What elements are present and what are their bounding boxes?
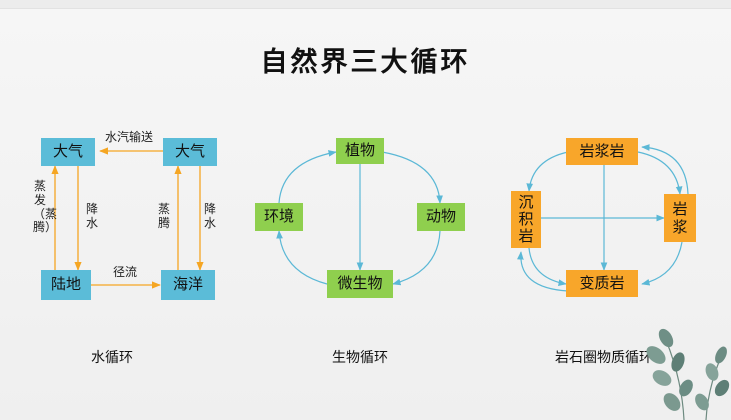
label-evaporation-transpiration: 蒸发（蒸腾） xyxy=(33,179,58,235)
arrow-plant-to-animal xyxy=(381,151,443,204)
node-animal: 动物 xyxy=(417,203,465,231)
arrow-magma-rock-to-magma xyxy=(637,151,683,195)
node-plant: 植物 xyxy=(336,138,384,164)
node-land: 陆地 xyxy=(41,270,91,300)
decorative-leaves xyxy=(646,328,730,420)
node-atmosphere-right: 大气 xyxy=(163,138,217,166)
node-magma-rock: 岩浆岩 xyxy=(566,138,638,165)
node-microbe: 微生物 xyxy=(327,270,393,298)
arrow-magma-to-metamorphic xyxy=(641,241,683,286)
label-evaporation-right: 蒸腾 xyxy=(157,202,170,230)
node-magma: 岩浆 xyxy=(664,194,696,242)
node-sedimentary-text: 沉积岩 xyxy=(518,192,534,246)
label-precipitation-right: 降水 xyxy=(203,202,216,230)
label-runoff: 径流 xyxy=(112,265,137,279)
slide-title: 自然界三大循环 xyxy=(260,47,471,78)
node-ocean: 海洋 xyxy=(161,270,215,300)
node-magma-text: 岩浆 xyxy=(672,200,688,236)
node-atmosphere-left: 大气 xyxy=(41,138,95,166)
arrow-microbe-to-environment xyxy=(276,230,328,285)
label-precipitation-left: 降水 xyxy=(85,202,98,230)
node-metamorphic: 变质岩 xyxy=(566,270,638,297)
arrow-animal-to-microbe xyxy=(392,230,441,286)
arrow-magma-rock-to-sedimentary xyxy=(526,151,569,192)
node-sedimentary: 沉积岩 xyxy=(511,191,541,248)
node-environment: 环境 xyxy=(255,203,303,231)
caption-rock-cycle: 岩石圈物质循环 xyxy=(555,350,653,366)
arrow-environment-to-plant xyxy=(278,150,337,204)
arrow-metamorphic-to-sedimentary xyxy=(517,251,569,292)
label-vapor-transport: 水汽输送 xyxy=(104,130,153,144)
top-bar xyxy=(0,0,731,9)
caption-bio-cycle: 生物循环 xyxy=(332,350,388,366)
caption-water-cycle: 水循环 xyxy=(91,350,133,366)
arrow-magma-to-magma-rock xyxy=(641,144,689,195)
arrow-sedimentary-to-metamorphic xyxy=(528,247,567,286)
